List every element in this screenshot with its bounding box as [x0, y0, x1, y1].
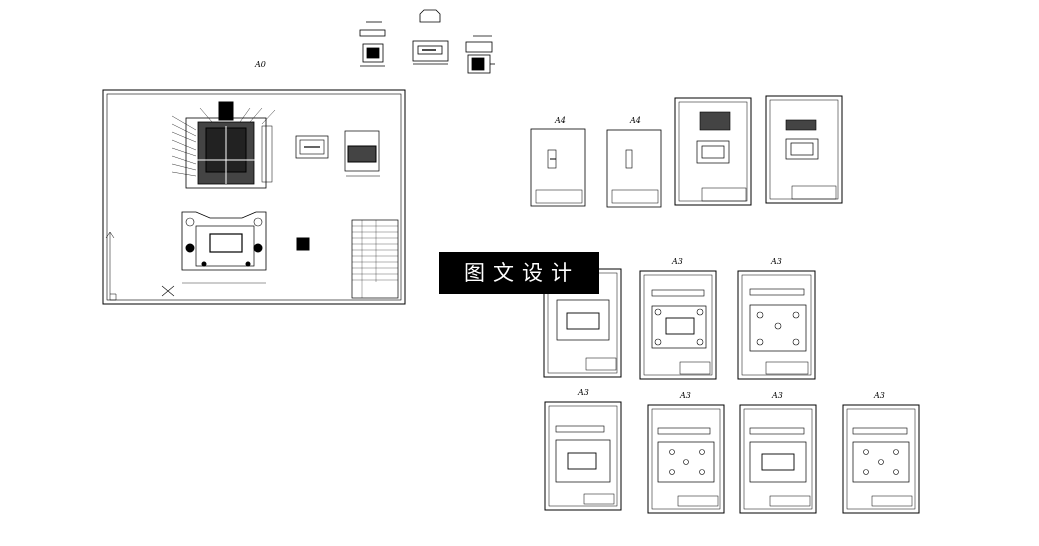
sheet-label-a3-row2-second: A3: [680, 391, 691, 400]
sheet-label-a3-row2-fourth: A3: [874, 391, 885, 400]
a3-sheets-row-2: [544, 401, 920, 514]
a4-sheets: [530, 95, 843, 208]
assembly-drawing-sheet: [102, 89, 406, 305]
top-part-views: [359, 9, 495, 74]
sheet-label-a3-row1-second: A3: [672, 257, 683, 266]
sheet-label-a3-row2-first: A3: [578, 388, 589, 397]
sheet-label-a4-second: A4: [630, 116, 641, 125]
sheet-label-a4-first: A4: [555, 116, 566, 125]
sheet-label-a3-row2-third: A3: [772, 391, 783, 400]
a3-sheets-row-1: [543, 268, 816, 380]
sheet-label-assembly: A0: [255, 60, 266, 69]
sheet-label-a3-row1-third: A3: [771, 257, 782, 266]
watermark-badge: 图文设计: [439, 252, 599, 294]
